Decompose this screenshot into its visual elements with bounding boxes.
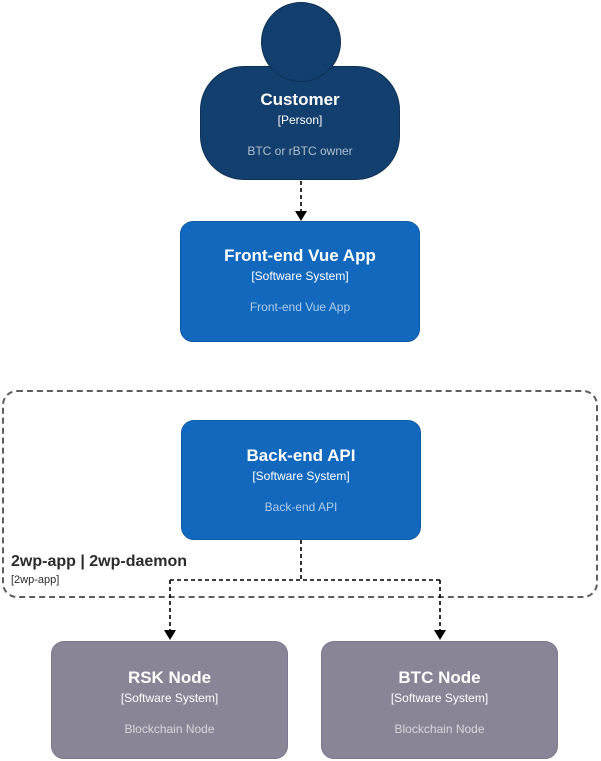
boundary-title: 2wp-app | 2wp-daemon <box>11 553 188 570</box>
node-title: Back-end API <box>246 446 356 465</box>
person-head-shape <box>261 2 341 82</box>
node-btc-node: BTC Node [Software System] Blockchain No… <box>321 641 558 759</box>
edge-backend-btc-arrowhead <box>434 630 446 640</box>
boundary-meta: [2wp-app] <box>11 573 60 586</box>
boundary-label: 2wp-app | 2wp-daemon [2wp-app] <box>11 553 187 586</box>
node-meta: [Software System] <box>251 268 349 283</box>
edge-customer-frontend-arrowhead <box>295 211 307 221</box>
node-meta: [Software System] <box>252 468 350 483</box>
node-customer: Customer [Person] BTC or rBTC owner <box>200 66 400 180</box>
node-title: BTC Node <box>398 668 481 687</box>
node-description: Blockchain Node <box>124 721 215 736</box>
node-backend-api: Back-end API [Software System] Back-end … <box>181 420 421 540</box>
edge-backend-rsk-arrowhead <box>164 630 176 640</box>
node-meta: [Software System] <box>390 690 489 705</box>
node-frontend-vue-app: Front-end Vue App [Software System] Fron… <box>180 221 420 342</box>
node-meta: [Software System] <box>120 690 219 705</box>
node-title: Customer <box>260 90 340 109</box>
node-description: Back-end API <box>264 499 338 514</box>
node-description: Blockchain Node <box>394 721 485 736</box>
node-title: Front-end Vue App <box>224 246 376 265</box>
node-description: Front-end Vue App <box>249 299 351 314</box>
node-rsk-node: RSK Node [Software System] Blockchain No… <box>51 641 288 759</box>
node-title: RSK Node <box>127 668 212 687</box>
node-description: BTC or rBTC owner <box>247 143 353 158</box>
node-meta: [Person] <box>277 112 323 127</box>
